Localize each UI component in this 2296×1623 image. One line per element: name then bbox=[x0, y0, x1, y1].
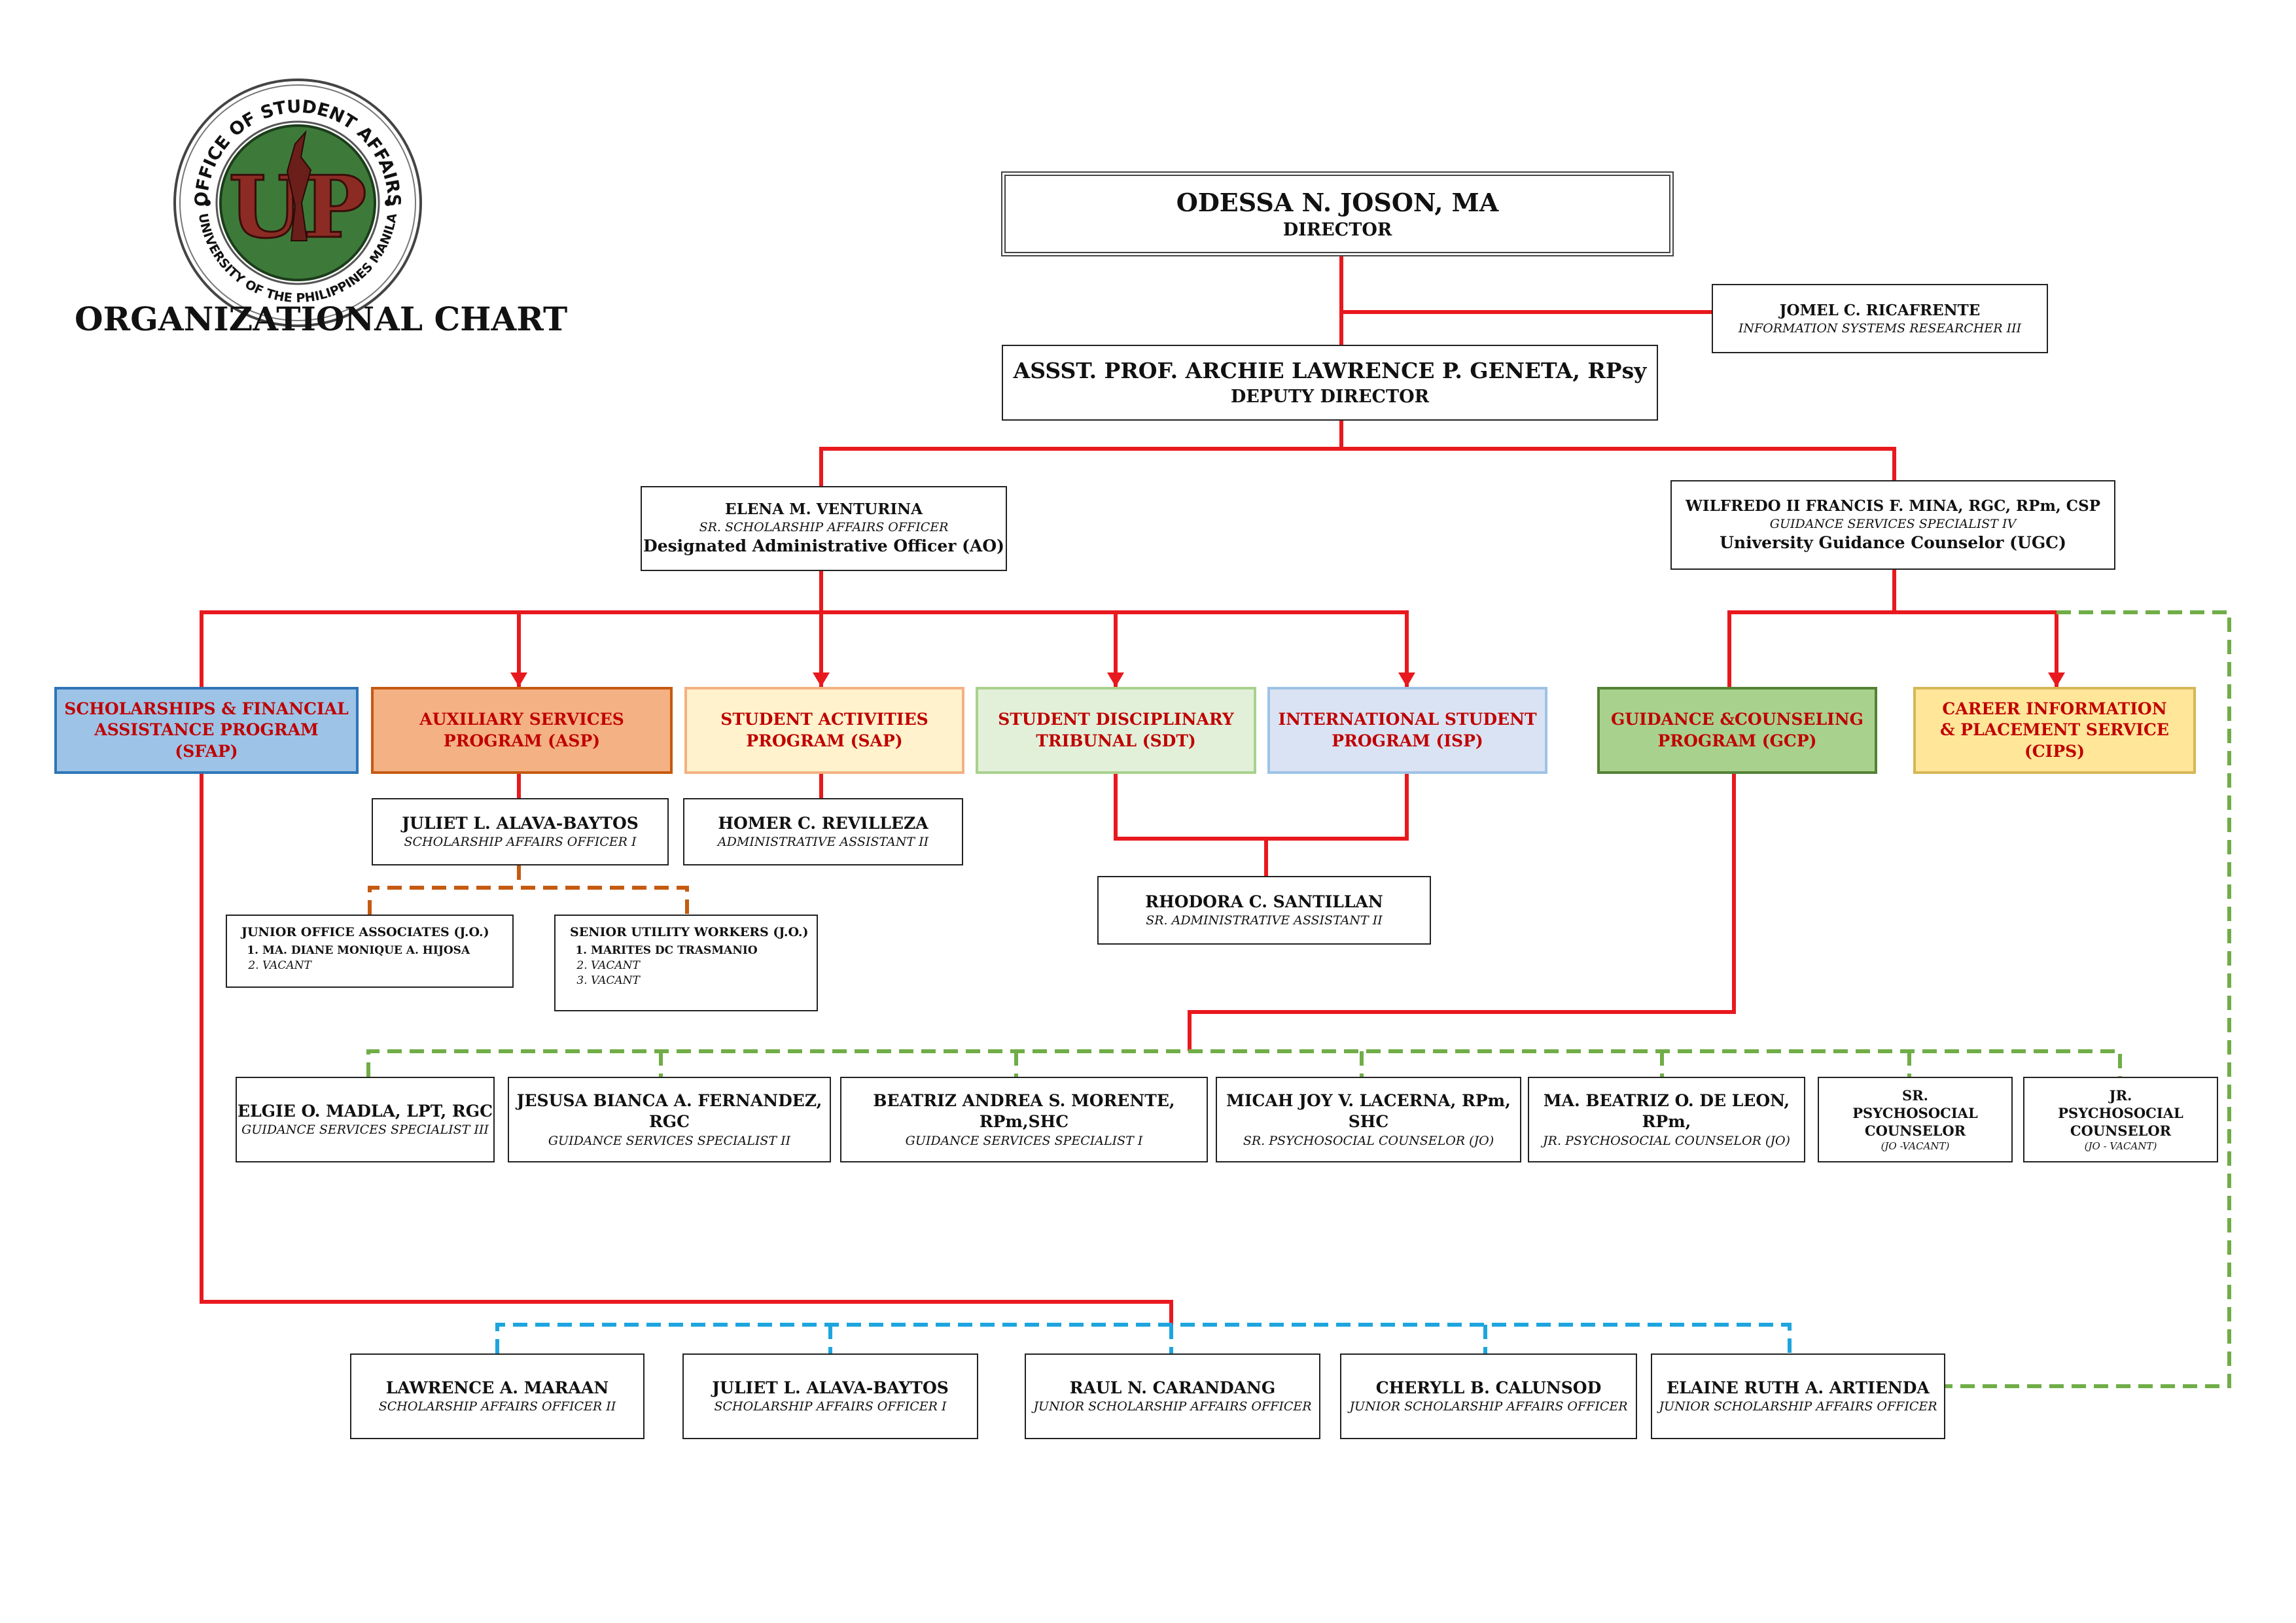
staff-title: JR. PSYCHOSOCIAL COUNSELOR (JO) bbox=[1543, 1133, 1790, 1148]
connector-line bbox=[200, 610, 1409, 687]
gcp-staff-box: MA. BEATRIZ O. DE LEON, RPm,JR. PSYCHOSO… bbox=[1528, 1077, 1805, 1162]
staff-name: MICAH JOY V. LACERNA, RPm, SHC bbox=[1226, 1091, 1511, 1132]
staff-name: ELAINE RUTH A. ARTIENDA bbox=[1667, 1378, 1930, 1397]
deputy-name: ASSST. PROF. ARCHIE LAWRENCE P. GENETA, … bbox=[1013, 358, 1647, 383]
staff-name: MA. BEATRIZ O. DE LEON, RPm, bbox=[1543, 1091, 1790, 1132]
director-title: DIRECTOR bbox=[1282, 220, 1392, 241]
ugc-box: WILFREDO II FRANCIS F. MINA, RGC, RPm, C… bbox=[1670, 480, 2115, 570]
connector-line bbox=[1114, 774, 1409, 841]
researcher-name: JOMEL C. RICAFRENTE bbox=[1779, 301, 1981, 319]
connector-line bbox=[1188, 774, 1736, 1051]
staff-title: GUIDANCE SERVICES SPECIALIST II bbox=[548, 1133, 791, 1148]
senior-utility-box: SENIOR UTILITY WORKERS (J.O.) MARITES DC… bbox=[554, 915, 818, 1011]
program-cips: CAREER INFORMATION & PLACEMENT SERVICE (… bbox=[1913, 687, 2196, 774]
sfap-staff-box: ELAINE RUTH A. ARTIENDA JUNIOR SCHOLARSHI… bbox=[1651, 1353, 1945, 1439]
staff-title: JUNIOR SCHOLARSHIP AFFAIRS OFFICER bbox=[1659, 1399, 1937, 1414]
arrowhead bbox=[1107, 672, 1124, 687]
staff-title: SCHOLARSHIP AFFAIRS OFFICER II bbox=[378, 1399, 616, 1414]
staff-name: SR. PSYCHOSOCIAL COUNSELOR bbox=[1852, 1087, 1978, 1140]
list-item: VACANT bbox=[591, 958, 817, 973]
gcp-staff-box: JR. PSYCHOSOCIAL COUNSELOR(JO - VACANT) bbox=[2023, 1077, 2218, 1162]
researcher-title: INFORMATION SYSTEMS RESEARCHER III bbox=[1738, 321, 2022, 336]
arrowhead bbox=[510, 672, 527, 687]
deputy-director-box: ASSST. PROF. ARCHIE LAWRENCE P. GENETA, … bbox=[1002, 345, 1658, 421]
gcp-staff-box: SR. PSYCHOSOCIAL COUNSELOR(JO -VACANT) bbox=[1818, 1077, 2013, 1162]
staff-title: GUIDANCE SERVICES SPECIALIST I bbox=[905, 1133, 1143, 1148]
program-isp: INTERNATIONAL STUDENT PROGRAM (ISP) bbox=[1267, 687, 1547, 774]
staff-title: (JO -VACANT) bbox=[1881, 1140, 1950, 1152]
program-asp: AUXILIARY SERVICES PROGRAM (ASP) bbox=[371, 687, 673, 774]
sap-officer-box: HOMER C. REVILLEZA ADMINISTRATIVE ASSIST… bbox=[683, 798, 963, 865]
asp-officer-box: JULIET L. ALAVA-BAYTOS SCHOLARSHIP AFFAI… bbox=[372, 798, 669, 865]
ugc-role: University Guidance Counselor (UGC) bbox=[1720, 532, 2066, 552]
staff-name: BEATRIZ ANDREA S. MORENTE, RPm,SHC bbox=[873, 1091, 1175, 1132]
program-sdt: STUDENT DISCIPLINARY TRIBUNAL (SDT) bbox=[976, 687, 1256, 774]
connector-line bbox=[1727, 610, 2058, 687]
staff-name: JESUSA BIANCA A. FERNANDEZ, RGC bbox=[516, 1091, 822, 1132]
program-sap: STUDENT ACTIVITIES PROGRAM (SAP) bbox=[684, 687, 964, 774]
director-box: ODESSA N. JOSON, MA DIRECTOR bbox=[1001, 171, 1674, 256]
junior-associates-box: JUNIOR OFFICE ASSOCIATES (J.O.) MA. DIAN… bbox=[226, 915, 514, 988]
ao-role: Designated Administrative Officer (AO) bbox=[643, 536, 1004, 556]
staff-title: JUNIOR SCHOLARSHIP AFFAIRS OFFICER bbox=[1349, 1399, 1628, 1414]
sdt-officer-box: RHODORA C. SANTILLAN SR. ADMINISTRATIVE … bbox=[1097, 876, 1431, 945]
program-gcp: GUIDANCE &COUNSELING PROGRAM (GCP) bbox=[1597, 687, 1877, 774]
sfap-staff-box: LAWRENCE A. MARAAN SCHOLARSHIP AFFAIRS OF… bbox=[350, 1353, 645, 1439]
staff-name: ELGIE O. MADLA, LPT, RGC bbox=[238, 1101, 493, 1121]
staff-name: JULIET L. ALAVA-BAYTOS bbox=[712, 1378, 949, 1397]
gcp-staff-box: ELGIE O. MADLA, LPT, RGC GUIDANCE SERVICE… bbox=[236, 1077, 495, 1162]
list-item: MA. DIANE MONIQUE A. HIJOSA bbox=[262, 943, 512, 958]
ao-box: ELENA M. VENTURINA SR. SCHOLARSHIP AFFAI… bbox=[641, 486, 1007, 571]
staff-name: RAUL N. CARANDANG bbox=[1069, 1378, 1276, 1397]
chart-title: ORGANIZATIONAL CHART bbox=[75, 300, 568, 338]
osa-seal-logo: OFFICE OF STUDENT AFFAIRS UNIVERSITY OF … bbox=[173, 79, 422, 327]
deputy-title: DEPUTY DIRECTOR bbox=[1230, 386, 1430, 407]
staff-name: JR. PSYCHOSOCIAL COUNSELOR bbox=[2058, 1087, 2183, 1140]
staff-title: SCHOLARSHIP AFFAIRS OFFICER I bbox=[714, 1399, 947, 1414]
staff-title: JUNIOR SCHOLARSHIP AFFAIRS OFFICER bbox=[1033, 1399, 1312, 1414]
program-sfap: SCHOLARSHIPS & FINANCIAL ASSISTANCE PROG… bbox=[54, 687, 359, 774]
connector-line bbox=[200, 774, 1173, 1325]
connector-line bbox=[495, 1323, 1792, 1353]
director-name: ODESSA N. JOSON, MA bbox=[1176, 187, 1499, 217]
list-item: VACANT bbox=[262, 958, 512, 973]
connector-line bbox=[1945, 610, 2231, 1388]
staff-name: CHERYLL B. CALUNSOD bbox=[1375, 1378, 1602, 1397]
arrowhead bbox=[2048, 672, 2065, 687]
connector-line bbox=[366, 1049, 2122, 1077]
list-item: VACANT bbox=[591, 973, 817, 988]
staff-title: GUIDANCE SERVICES SPECIALIST III bbox=[241, 1123, 489, 1138]
arrowhead bbox=[813, 672, 830, 687]
connector-line bbox=[368, 886, 689, 915]
researcher-box: JOMEL C. RICAFRENTE INFORMATION SYSTEMS … bbox=[1712, 284, 2048, 353]
staff-title: SR. PSYCHOSOCIAL COUNSELOR (JO) bbox=[1243, 1133, 1494, 1148]
arrowhead bbox=[1398, 672, 1415, 687]
connector-line bbox=[819, 447, 1896, 486]
ugc-title: GUIDANCE SERVICES SPECIALIST IV bbox=[1769, 516, 2017, 531]
sfap-staff-box: JULIET L. ALAVA-BAYTOS SCHOLARSHIP AFFAIR… bbox=[682, 1353, 978, 1439]
list-item: MARITES DC TRASMANIO bbox=[591, 943, 817, 958]
staff-title: (JO - VACANT) bbox=[2084, 1140, 2157, 1152]
sfap-staff-box: CHERYLL B. CALUNSOD JUNIOR SCHOLARSHIP AF… bbox=[1340, 1353, 1637, 1439]
ao-name: ELENA M. VENTURINA bbox=[725, 500, 923, 519]
staff-name: LAWRENCE A. MARAAN bbox=[385, 1378, 609, 1397]
sfap-staff-box: RAUL N. CARANDANG JUNIOR SCHOLARSHIP AFFA… bbox=[1025, 1353, 1320, 1439]
ugc-name: WILFREDO II FRANCIS F. MINA, RGC, RPm, C… bbox=[1685, 497, 2101, 515]
ao-title: SR. SCHOLARSHIP AFFAIRS OFFICER bbox=[699, 520, 949, 535]
